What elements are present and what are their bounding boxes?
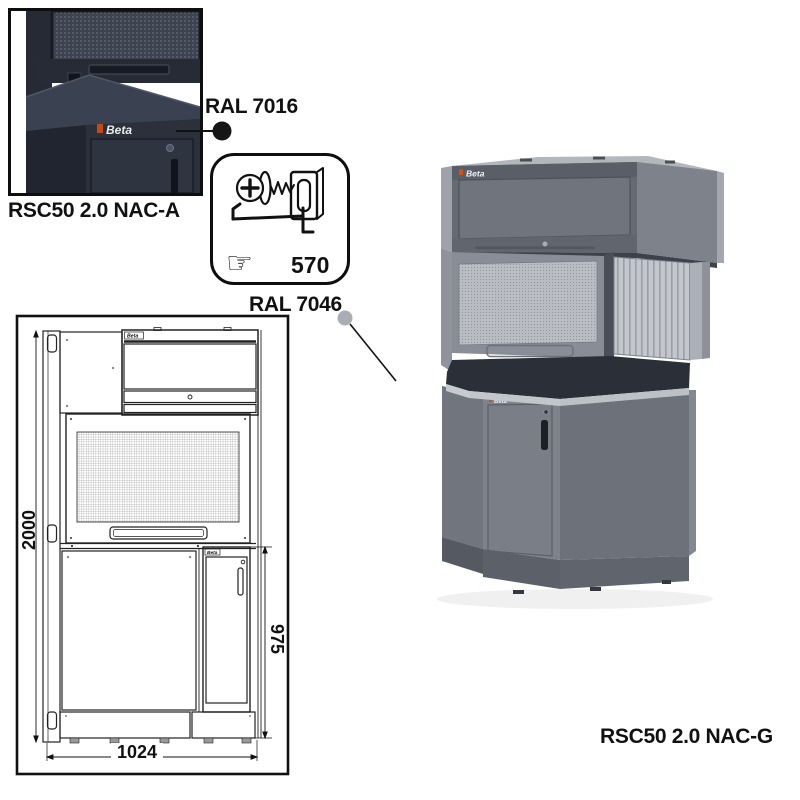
- drawing-base-handle: [237, 567, 244, 596]
- render-slat-panel: [613, 256, 691, 361]
- beta-logo-text: Beta: [207, 550, 218, 556]
- drawing-left-upright: [42, 330, 61, 743]
- render-flap-lock: [542, 241, 548, 247]
- photo-door-handle: [171, 159, 178, 193]
- beta-logo-text: Beta: [106, 123, 132, 137]
- render-back-panels: [441, 248, 710, 372]
- beta-logo-mark: [459, 169, 463, 175]
- dimension-base-width: 1024: [117, 742, 157, 762]
- render-base-door: [487, 403, 553, 557]
- drawing-plinth-right: [191, 711, 256, 739]
- photo-perforated-panel: [50, 11, 200, 63]
- ral-7046-callout: [337, 310, 397, 382]
- elevation-drawing: 2000 975 1024 Beta Beta: [15, 314, 290, 776]
- hook-capacity-box: ☞ 570: [210, 153, 350, 285]
- photo-tool-tray-slot: [88, 64, 170, 75]
- render-base-cabinet: Beta: [442, 386, 696, 560]
- drawing-flap-lock: [187, 394, 193, 400]
- render-wall-cabinet: Beta: [441, 156, 724, 268]
- beta-logo-mark: [489, 398, 492, 402]
- ral-7016-label: RAL 7016: [205, 95, 298, 118]
- dimension-overall-height: 2000: [19, 510, 39, 550]
- dimension-base-height: 975: [267, 624, 287, 654]
- render-flap-door: [458, 176, 631, 240]
- detail-product-code: RSC50 2.0 NAC-A: [8, 199, 180, 222]
- ral-7046-label: RAL 7046: [249, 293, 342, 316]
- render-base-lock: [543, 409, 549, 415]
- beta-logo-mark: [97, 124, 103, 133]
- screw-and-hook-icon: [231, 167, 324, 234]
- render-base-handle: [541, 420, 548, 450]
- render-perforated-panel: [458, 260, 598, 346]
- drawing-base-door: [205, 556, 248, 704]
- photo-worktop: [26, 75, 200, 131]
- render-plinth: [442, 537, 689, 594]
- drawing-screw-dots: [65, 339, 251, 717]
- leader-line: [349, 323, 397, 382]
- ral-7046-color-dot: [337, 310, 353, 326]
- render-tool-tray: [486, 344, 574, 358]
- detail-photo-frame: Beta: [8, 8, 203, 196]
- render-worktop: [446, 356, 690, 406]
- beta-logo-text: Beta: [494, 399, 508, 405]
- pointing-hand-icon: ☞: [226, 246, 253, 281]
- hook-capacity-value: 570: [291, 252, 329, 278]
- drawing-base-lock: [240, 559, 246, 565]
- drawing-open-compartment: [61, 550, 197, 711]
- drawing-flap-door: [123, 343, 257, 390]
- detail-photo: Beta: [11, 11, 200, 193]
- photo-door-lock: [166, 144, 174, 152]
- drawing-border: [15, 314, 290, 776]
- beta-logo-text: Beta: [466, 169, 485, 179]
- beta-logo-text: Beta: [127, 334, 138, 340]
- main-product-code: RSC50 2.0 NAC-G: [600, 725, 773, 748]
- floor-shadow: [437, 589, 713, 609]
- ral-7016-callout: [176, 121, 232, 141]
- hook-capacity-graphic: ☞ 570: [226, 167, 329, 281]
- ral-7016-color-dot: [212, 121, 232, 141]
- product-render: Beta Beta: [437, 156, 724, 609]
- drawing-plinth-left: [59, 711, 191, 739]
- drawing-tool-tray: [109, 526, 208, 540]
